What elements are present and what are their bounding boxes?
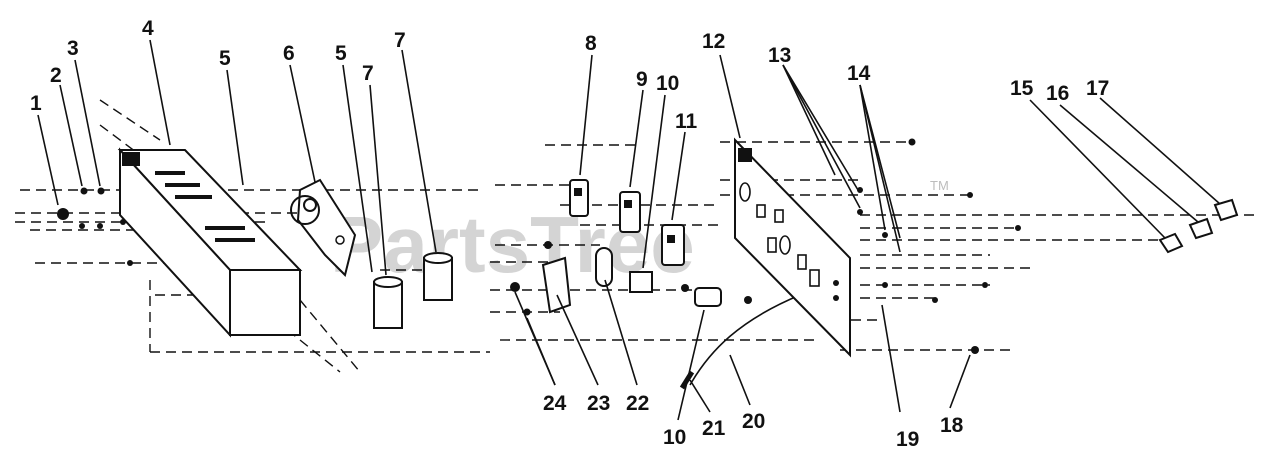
nut-1 bbox=[57, 208, 69, 220]
callout-8: 8 bbox=[585, 32, 597, 55]
callout-19: 19 bbox=[896, 428, 919, 451]
callout-4: 4 bbox=[142, 17, 154, 40]
bracket-6 bbox=[290, 178, 357, 277]
left-assembly bbox=[15, 99, 490, 373]
capacitor-7-b bbox=[423, 252, 453, 301]
callout-1: 1 bbox=[30, 92, 42, 115]
watermark-trademark: TM bbox=[930, 178, 949, 193]
knob-17 bbox=[1213, 198, 1239, 222]
callout-10-b: 10 bbox=[663, 426, 686, 449]
callout-2: 2 bbox=[50, 64, 62, 87]
callout-7-a: 7 bbox=[362, 62, 374, 85]
switch-clip-8 bbox=[569, 179, 589, 217]
fuse-holder-10 bbox=[694, 287, 722, 307]
callout-6: 6 bbox=[283, 42, 295, 65]
switch-clip-11 bbox=[661, 224, 685, 266]
callout-10-a: 10 bbox=[656, 72, 679, 95]
callout-18: 18 bbox=[940, 414, 964, 437]
callout-7-b: 7 bbox=[394, 29, 406, 52]
connector-10 bbox=[629, 271, 653, 293]
knob-15 bbox=[1158, 232, 1184, 254]
callout-14: 14 bbox=[847, 62, 871, 85]
cover-4 bbox=[117, 147, 303, 338]
callout-20: 20 bbox=[742, 410, 765, 433]
callout-12: 12 bbox=[702, 30, 725, 53]
right-panel-assembly bbox=[720, 137, 1260, 358]
capacitor-7-a bbox=[373, 276, 403, 329]
callout-13: 13 bbox=[768, 44, 791, 67]
callout-22: 22 bbox=[626, 392, 649, 415]
wire-20 bbox=[689, 294, 801, 386]
leader-lines bbox=[37, 39, 1221, 421]
callout-21: 21 bbox=[702, 417, 726, 440]
callout-17: 17 bbox=[1086, 77, 1109, 100]
bracket-23 bbox=[541, 256, 572, 314]
callout-5-b: 5 bbox=[335, 42, 347, 65]
callout-23: 23 bbox=[587, 392, 610, 415]
callout-11: 11 bbox=[675, 110, 698, 133]
washer-2 bbox=[80, 187, 88, 195]
callout-9: 9 bbox=[636, 68, 648, 91]
callout-3: 3 bbox=[67, 37, 79, 60]
callout-24: 24 bbox=[543, 392, 567, 415]
callout-5-a: 5 bbox=[219, 47, 231, 70]
control-panel-12 bbox=[734, 137, 851, 358]
screw-3 bbox=[97, 187, 105, 195]
middle-assembly bbox=[490, 144, 820, 390]
switch-clip-9 bbox=[619, 191, 641, 233]
callouts: 1 2 3 4 5 6 5 7 7 8 9 10 11 12 13 14 15 … bbox=[30, 17, 1109, 451]
knob-16 bbox=[1188, 217, 1214, 240]
callout-16: 16 bbox=[1046, 82, 1069, 105]
link-22 bbox=[595, 247, 613, 287]
callout-15: 15 bbox=[1010, 77, 1034, 100]
